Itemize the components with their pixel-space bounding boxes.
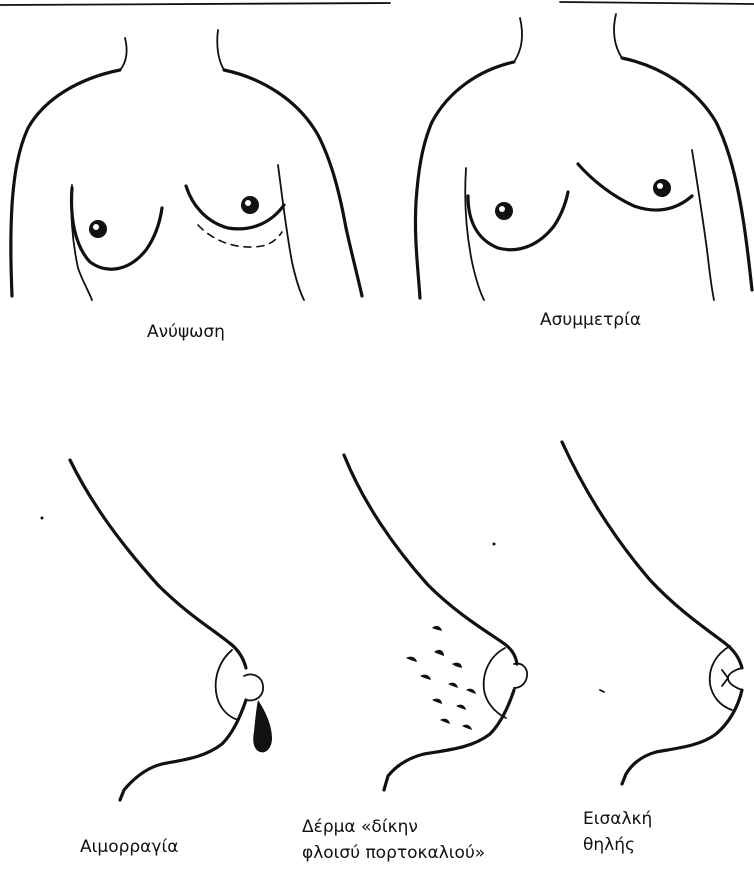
orange-peel-profile-lower <box>384 690 514 790</box>
orange-peel-nipple <box>514 664 527 688</box>
label-asymmetry: Ασυμμετρία <box>540 309 641 331</box>
elevation-right-nipple <box>241 196 259 214</box>
asymmetry-figure <box>415 14 752 300</box>
orange-peel-dimples <box>406 626 476 730</box>
asymmetry-neck-left <box>514 18 522 62</box>
print-speck <box>41 517 44 520</box>
label-bleeding: Αιμορραγία <box>80 836 178 858</box>
asymmetry-right-breast <box>578 164 692 210</box>
orange-peel-profile-upper <box>344 455 517 664</box>
elevation-neck-left <box>120 38 127 70</box>
orange-peel-figure <box>344 455 527 790</box>
elevation-left-arm-inner <box>71 185 92 300</box>
elevation-left-breast <box>72 188 162 269</box>
retracted-nipple-notch <box>722 670 728 686</box>
elevation-figure <box>11 30 362 300</box>
asymmetry-left-arm-inner <box>465 168 484 300</box>
print-speck <box>600 690 604 692</box>
label-orange-peel-line1: Δέρμα «δίκην <box>302 816 418 838</box>
asymmetry-left-nipple <box>495 202 513 220</box>
elevation-left-nipple <box>89 220 107 238</box>
label-retracted-nipple-line1: Εισαλκή <box>583 808 652 830</box>
elevation-left-shoulder <box>11 70 120 296</box>
orange-peel-areola <box>484 648 506 718</box>
retracted-profile-upper <box>562 442 742 668</box>
asymmetry-right-nipple <box>653 179 671 197</box>
bleeding-figure <box>70 460 272 800</box>
print-speck <box>493 543 496 546</box>
elevation-right-breast <box>186 186 284 229</box>
bleeding-areola <box>216 650 238 720</box>
elevation-neck-right <box>217 30 224 70</box>
top-border-line <box>0 2 754 5</box>
asymmetry-left-breast <box>468 192 568 250</box>
elevation-right-shoulder <box>224 70 362 296</box>
retracted-nipple-figure <box>562 442 742 784</box>
bleeding-nipple <box>244 674 263 700</box>
bleeding-profile-upper <box>70 460 246 668</box>
asymmetry-right-arm-inner <box>692 150 714 300</box>
retracted-nipple <box>728 668 742 690</box>
label-elevation: Ανύψωση <box>147 321 225 343</box>
label-orange-peel-line2: φλοισύ πορτοκαλιού» <box>302 842 485 864</box>
asymmetry-right-shoulder <box>622 58 752 290</box>
label-retracted-nipple-line2: θηλής <box>583 834 635 856</box>
bleeding-drop <box>253 700 272 752</box>
asymmetry-neck-right <box>614 14 622 58</box>
retracted-profile-lower <box>622 690 742 784</box>
